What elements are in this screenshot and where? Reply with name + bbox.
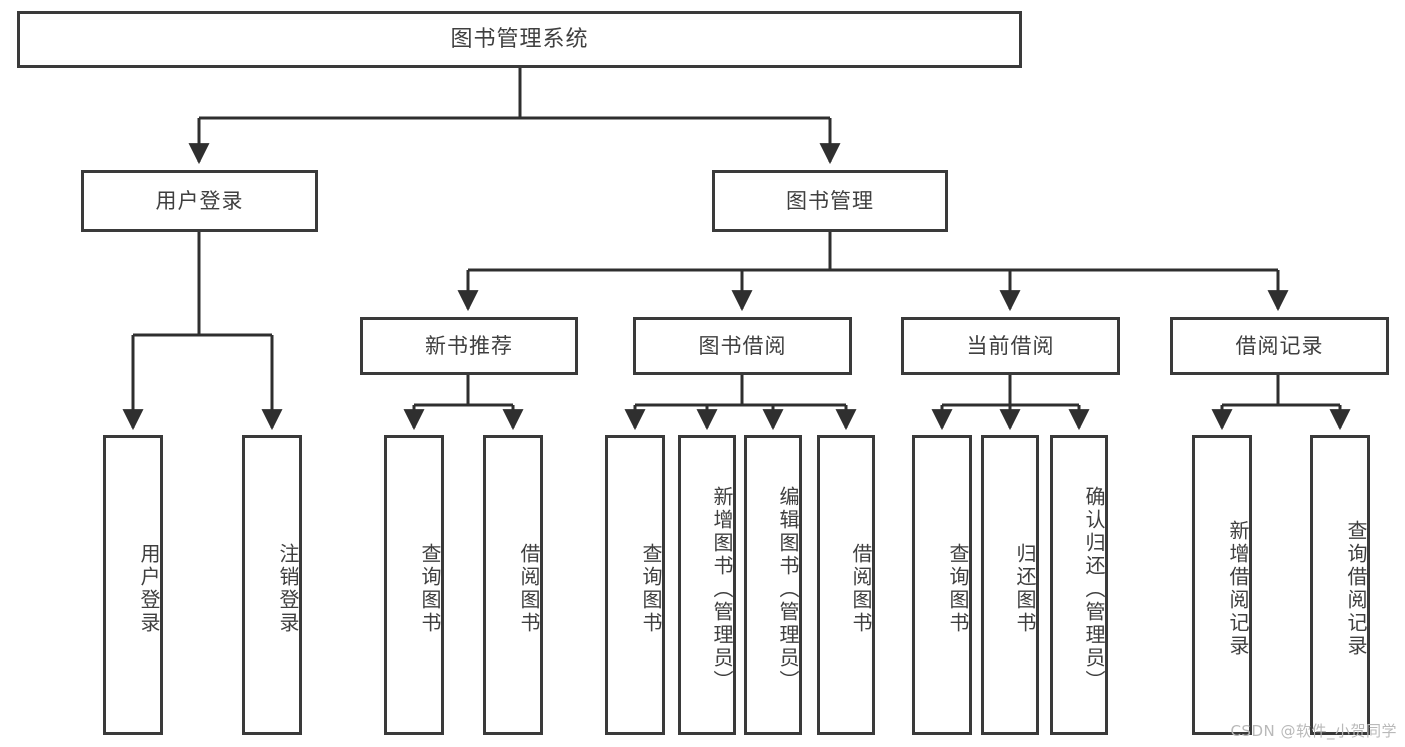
node-label: 借阅记录: [1235, 333, 1324, 358]
node-borrow-records[interactable]: 借阅记录: [1170, 317, 1389, 375]
leaf-records-query-record[interactable]: 查询借阅记录: [1310, 435, 1370, 735]
node-label: 用户登录: [155, 188, 244, 213]
node-label: 查询图书: [639, 543, 663, 635]
node-label: 图书管理: [786, 188, 874, 213]
leaf-current-confirm-return-admin[interactable]: 确认归还（管理员）: [1050, 435, 1108, 735]
node-label: 新增图书（管理员）: [710, 485, 734, 693]
leaf-current-query-book[interactable]: 查询图书: [912, 435, 972, 735]
leaf-current-return-book[interactable]: 归还图书: [981, 435, 1039, 735]
node-label: 注销登录: [276, 543, 300, 635]
leaf-borrow-query-book[interactable]: 查询图书: [605, 435, 665, 735]
node-label: 查询图书: [946, 543, 970, 635]
node-book-borrow[interactable]: 图书借阅: [633, 317, 852, 375]
leaf-borrow-borrow-book[interactable]: 借阅图书: [817, 435, 875, 735]
node-label: 编辑图书（管理员）: [776, 485, 800, 693]
node-new-book-recommend[interactable]: 新书推荐: [360, 317, 578, 375]
node-current-borrow[interactable]: 当前借阅: [901, 317, 1120, 375]
leaf-recommend-query-book[interactable]: 查询图书: [384, 435, 444, 735]
node-root-system[interactable]: 图书管理系统: [17, 11, 1022, 68]
watermark-text: CSDN @软件_小贺同学: [1230, 722, 1397, 740]
leaf-user-login[interactable]: 用户登录: [103, 435, 163, 735]
node-label: 借阅图书: [517, 543, 541, 635]
node-label: 新增借阅记录: [1226, 520, 1250, 658]
leaf-user-logout[interactable]: 注销登录: [242, 435, 302, 735]
leaf-borrow-add-book-admin[interactable]: 新增图书（管理员）: [678, 435, 736, 735]
leaf-recommend-borrow-book[interactable]: 借阅图书: [483, 435, 543, 735]
node-label: 确认归还（管理员）: [1082, 485, 1106, 693]
node-label: 图书借阅: [698, 333, 787, 358]
node-label: 归还图书: [1013, 543, 1037, 635]
node-label: 用户登录: [137, 543, 161, 635]
node-label: 图书管理系统: [450, 26, 589, 52]
leaf-borrow-edit-book-admin[interactable]: 编辑图书（管理员）: [744, 435, 802, 735]
node-label: 查询图书: [418, 543, 442, 635]
node-label: 当前借阅: [966, 333, 1055, 358]
node-label: 新书推荐: [425, 333, 513, 358]
node-label: 查询借阅记录: [1344, 520, 1368, 658]
node-label: 借阅图书: [849, 543, 873, 635]
leaf-records-add-record[interactable]: 新增借阅记录: [1192, 435, 1252, 735]
node-user-login[interactable]: 用户登录: [81, 170, 318, 232]
node-book-management[interactable]: 图书管理: [712, 170, 948, 232]
